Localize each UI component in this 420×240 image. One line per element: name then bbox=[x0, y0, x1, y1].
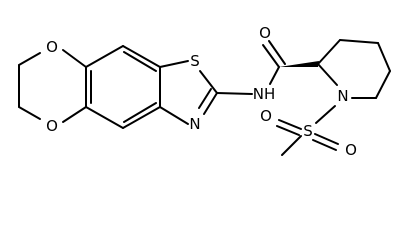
atom-s-sulfonyl: S bbox=[303, 122, 313, 140]
bond-ch2-o-upper bbox=[18, 52, 41, 66]
bond-pip-f bbox=[317, 63, 338, 86]
wedge-bond-stereocenter bbox=[279, 61, 319, 67]
atom-o-sulfonyl-left: O bbox=[260, 107, 272, 125]
bond-benz-c bbox=[122, 45, 161, 68]
benzene-ring-bonds bbox=[85, 45, 161, 129]
bond-benz-c-inner bbox=[123, 51, 157, 72]
bond-carbonyl-o bbox=[262, 44, 280, 68]
bond-c2-nh bbox=[216, 92, 253, 95]
sulfonyl-bonds bbox=[276, 105, 339, 156]
bond-s-c2 bbox=[199, 70, 218, 94]
bond-n-c-thiazole bbox=[159, 106, 189, 125]
atom-o-lower: O bbox=[46, 117, 58, 135]
bond-o-lower-aromatic bbox=[62, 106, 87, 123]
bond-s-o-right-b bbox=[312, 139, 337, 151]
atom-o-carbonyl: O bbox=[259, 24, 271, 42]
bond-c2-n-inner bbox=[198, 88, 212, 109]
bond-benz-f bbox=[85, 106, 124, 129]
molecule-drawing: O O S N NH O N S O O bbox=[18, 24, 391, 159]
atom-nh-amide: NH bbox=[253, 85, 276, 103]
bond-s-o-left-b bbox=[276, 125, 300, 136]
bond-pip-a bbox=[317, 39, 341, 65]
bond-pip-c bbox=[377, 42, 391, 72]
amide-bonds bbox=[216, 40, 319, 95]
structure-diagram: O O S N NH O N S O O bbox=[18, 24, 391, 159]
bond-c-s-thiazole bbox=[159, 60, 189, 68]
thiazole-ring-bonds bbox=[159, 60, 218, 125]
bond-s-ch3 bbox=[281, 135, 302, 156]
atom-o-upper: O bbox=[46, 38, 58, 56]
atom-s-thiazole: S bbox=[190, 52, 200, 70]
atom-n-thiazole: N bbox=[189, 115, 200, 133]
bond-nh-carbonyl bbox=[269, 66, 280, 85]
bond-benz-e-inner bbox=[123, 102, 157, 123]
bond-carbonyl-o-inner bbox=[268, 40, 286, 65]
dioxane-ring-bonds bbox=[18, 49, 87, 123]
bond-s-o-left-a bbox=[278, 119, 302, 130]
bond-ch2-o-lower bbox=[18, 106, 41, 120]
bond-s-o-right-a bbox=[314, 133, 339, 145]
atom-n-piperidine: N bbox=[337, 87, 348, 105]
bond-benz-e bbox=[122, 106, 161, 129]
bond-o-upper-aromatic bbox=[62, 49, 87, 68]
bond-pip-b bbox=[339, 39, 379, 44]
bond-pip-d bbox=[375, 70, 391, 99]
atom-o-sulfonyl-right: O bbox=[345, 141, 357, 159]
bond-c2-n bbox=[203, 92, 218, 115]
piperidine-ring-bonds bbox=[317, 39, 391, 99]
bond-benz-b bbox=[85, 45, 124, 68]
bond-n-s-sulfonyl bbox=[315, 105, 336, 124]
